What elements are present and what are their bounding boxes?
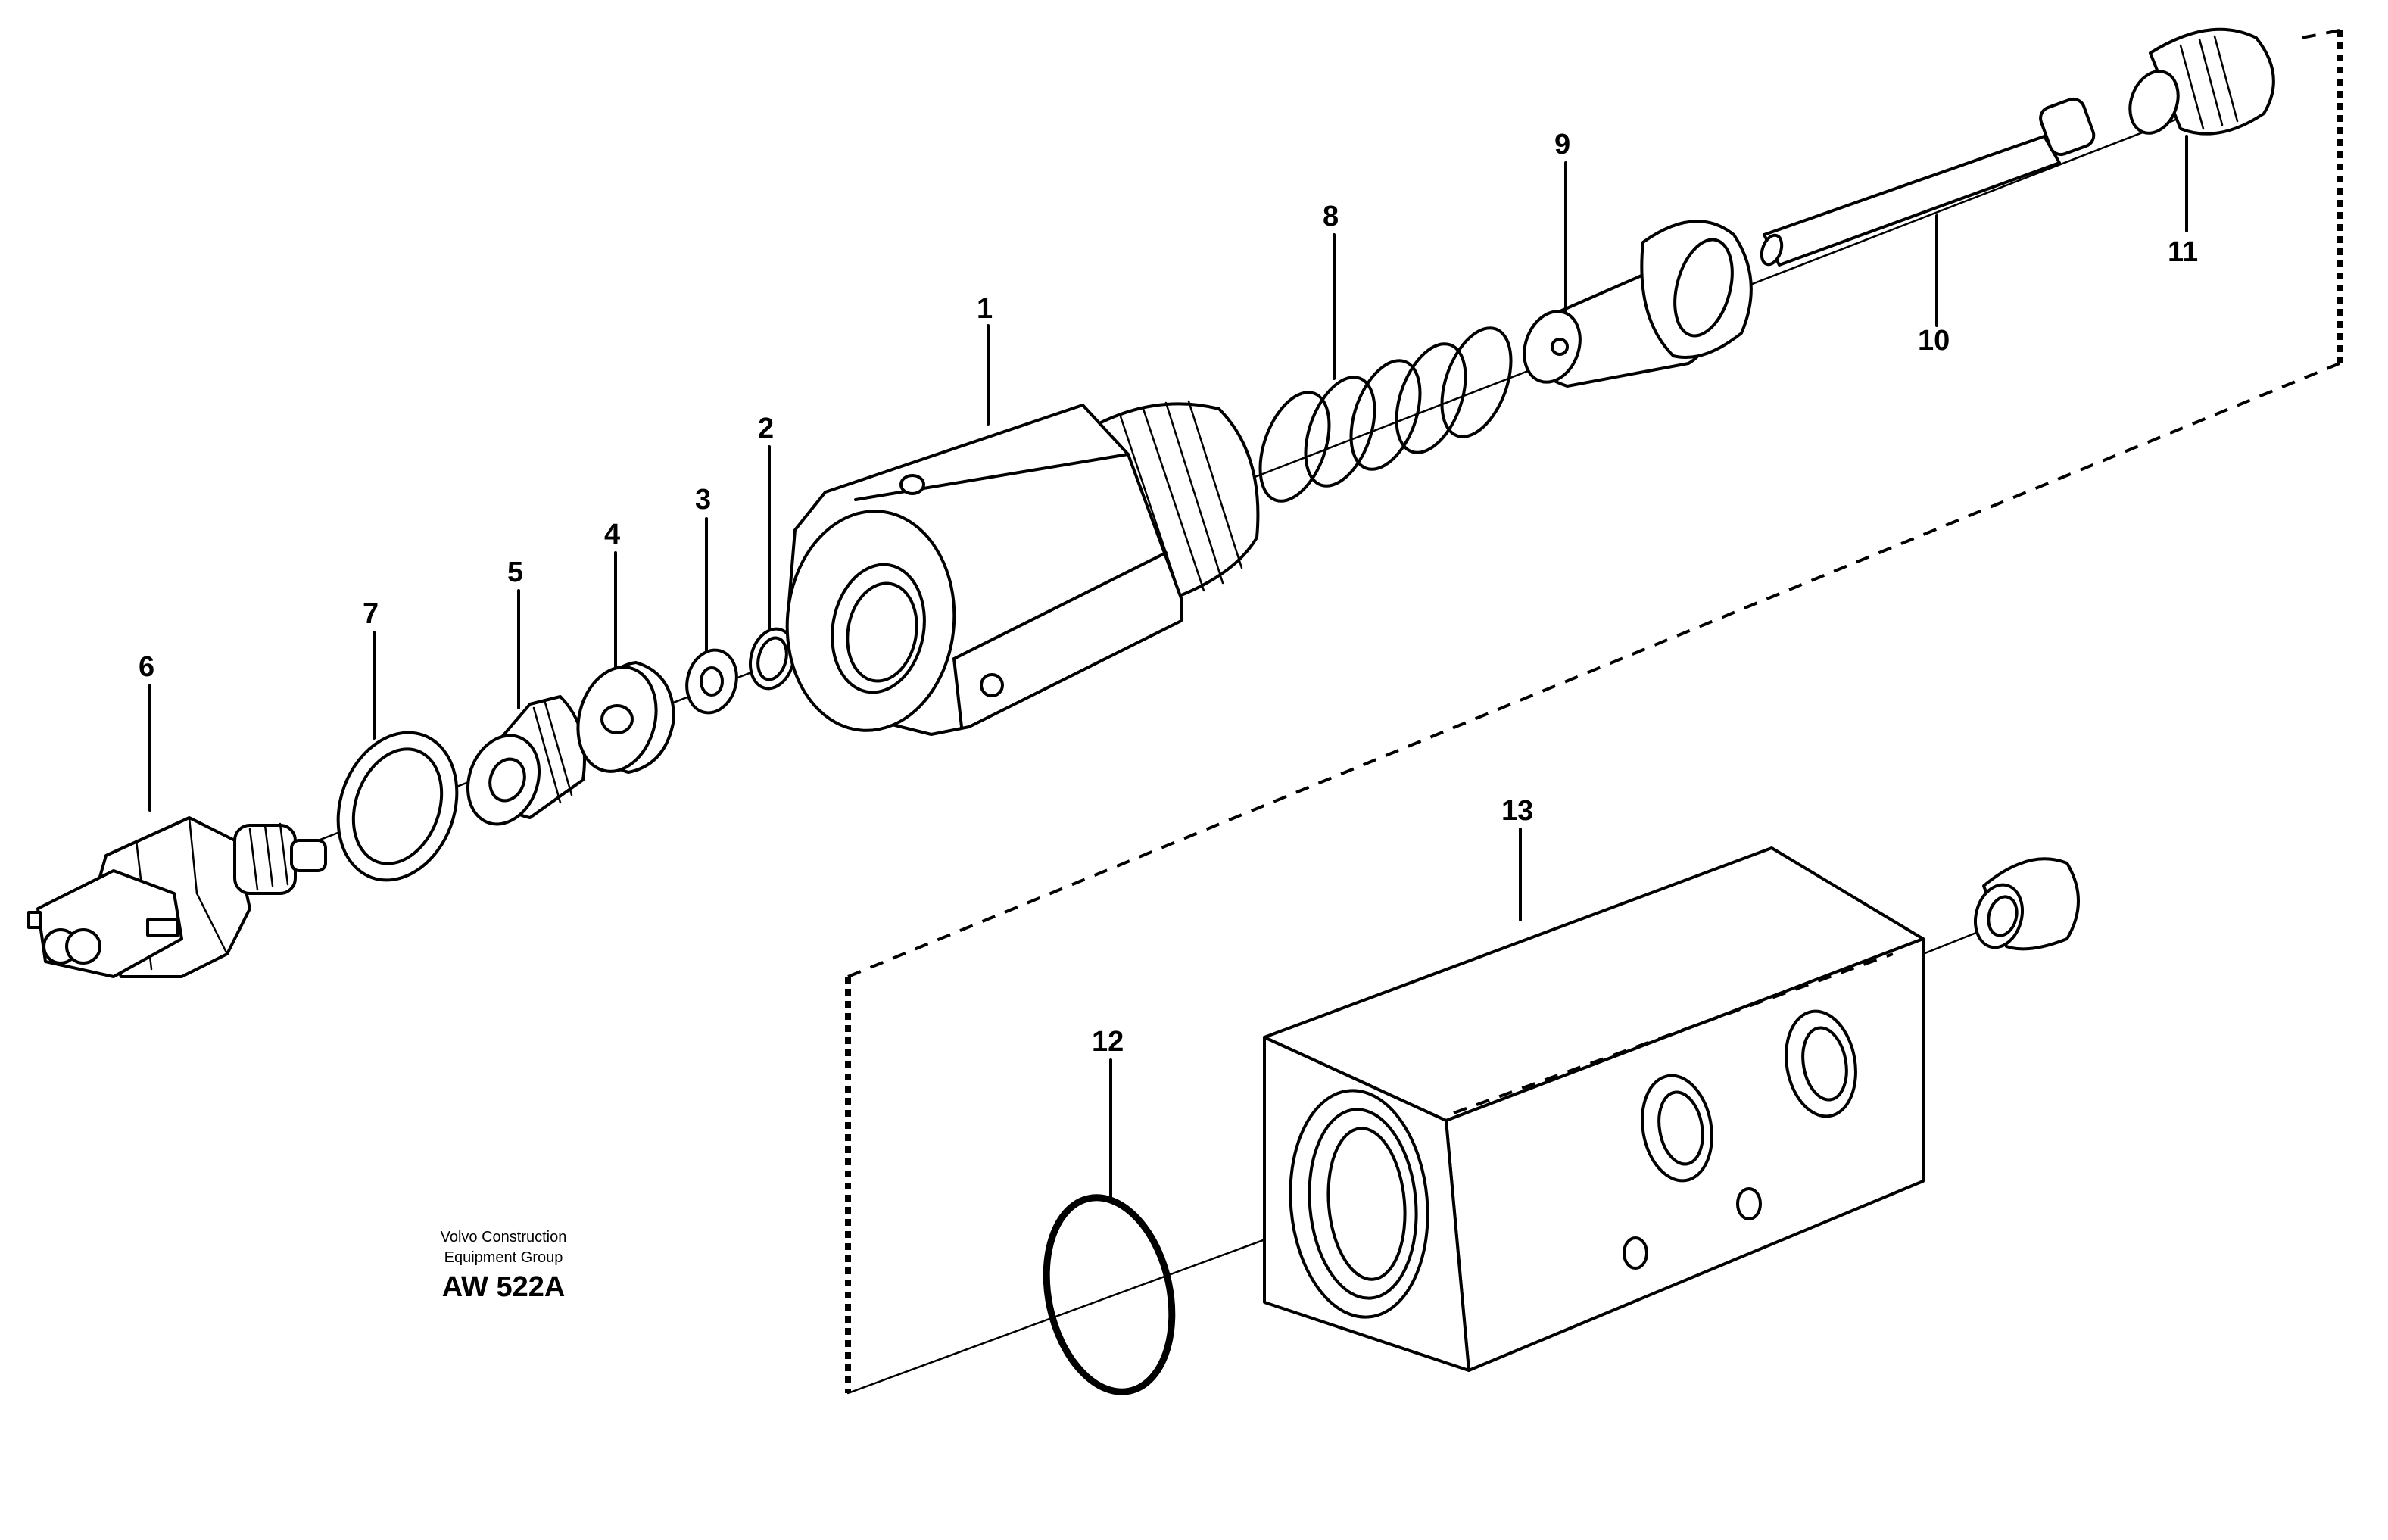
- block-cap: [1974, 857, 2080, 951]
- caption-company-line2: Equipment Group: [444, 1249, 563, 1266]
- part-6-pressure-sensor: [27, 816, 327, 978]
- part-1-valve-housing: [785, 400, 1260, 736]
- callout-12: 12: [1092, 1026, 1124, 1058]
- callout-13: 13: [1501, 795, 1533, 827]
- dashed-boundary: [845, 29, 2343, 1393]
- callout-8: 8: [1323, 201, 1339, 232]
- callout-5: 5: [507, 556, 523, 588]
- part-3-washer: [685, 648, 738, 715]
- caption-drawing-code: AW 522A: [442, 1271, 566, 1303]
- callout-11: 11: [2168, 236, 2198, 268]
- caption-company-line1: Volvo Construction: [441, 1229, 567, 1245]
- part-12-o-ring: [1043, 1194, 1176, 1395]
- callout-2: 2: [758, 413, 774, 444]
- drawing-caption: Volvo Construction Equipment Group AW 52…: [441, 1229, 567, 1303]
- part-13-manifold-block: [1263, 846, 1925, 1372]
- callout-6: 6: [139, 651, 154, 683]
- callout-9: 9: [1554, 129, 1570, 161]
- callout-4: 4: [604, 519, 620, 550]
- callout-labels: 1 2 3 4 5 6 7 8 9 10 11 12 13: [139, 129, 2198, 1058]
- part-8-spring: [1258, 326, 1513, 503]
- callout-7: 7: [363, 598, 379, 630]
- part-5-plug: [466, 695, 586, 826]
- callout-1: 1: [977, 293, 993, 325]
- part-4-valve-seat: [576, 661, 675, 774]
- part-7-sealing-ring: [336, 731, 459, 882]
- callout-3: 3: [695, 484, 711, 516]
- part-11-end-plug: [2128, 27, 2275, 136]
- leader-lines: [148, 135, 2188, 1202]
- part-10-pin: [1760, 97, 2096, 267]
- callout-10: 10: [1918, 325, 1950, 357]
- part-9-spool: [1523, 220, 1753, 388]
